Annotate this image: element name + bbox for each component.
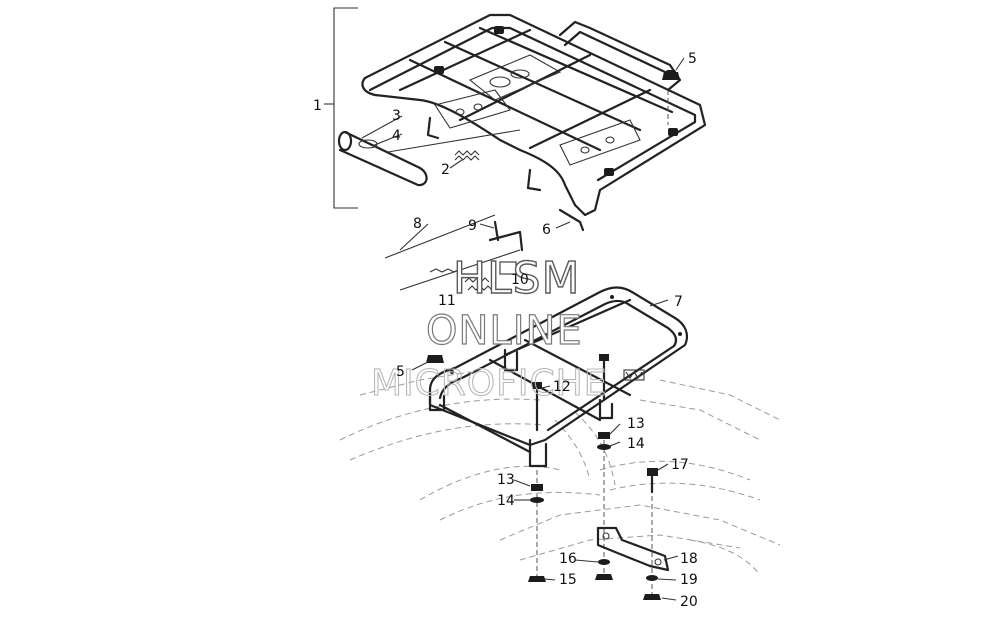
callout-12: 12 [553, 379, 571, 395]
callout-16: 16 [559, 551, 577, 567]
callout-13-lower: 13 [497, 472, 515, 488]
spring-clip [454, 150, 480, 161]
callout-9: 9 [468, 218, 477, 234]
assembly-bracket [324, 7, 358, 209]
callout-13: 13 [627, 416, 645, 432]
watermark-line1: HLSM [453, 253, 581, 304]
rack-pad [337, 129, 521, 187]
callout-11: 11 [438, 293, 456, 309]
callout-20: 20 [680, 594, 698, 610]
callout-7: 7 [674, 294, 683, 310]
callout-3: 3 [392, 108, 401, 124]
callouts: 1 2 3 4 5 6 7 8 9 10 11 5 12 13 14 13 14… [313, 51, 698, 610]
callout-19: 19 [680, 572, 698, 588]
latch-assembly [384, 214, 524, 291]
callout-5: 5 [688, 51, 697, 67]
lock-pin [558, 208, 585, 232]
watermark-line2: ONLINE [426, 308, 583, 354]
callout-10: 10 [511, 272, 529, 288]
callout-6: 6 [542, 222, 551, 238]
callout-17: 17 [671, 457, 689, 473]
callout-14: 14 [627, 436, 645, 452]
callout-2: 2 [441, 162, 450, 178]
watermark-line3: MICROFICHE [371, 363, 607, 404]
callout-18: 18 [680, 551, 698, 567]
mount-bracket [596, 526, 670, 572]
watermark: HLSM ONLINE MICROFICHE [370, 252, 607, 404]
callout-4: 4 [392, 128, 401, 144]
cap-5-lower [426, 355, 444, 363]
hardware [426, 72, 680, 600]
callout-1: 1 [313, 98, 322, 114]
callout-8: 8 [413, 216, 422, 232]
lower-rack-frame [428, 286, 689, 468]
cap-5-upper [662, 72, 680, 80]
upper-rack [361, 13, 707, 217]
leader-lines [361, 57, 685, 601]
callout-14-lower: 14 [497, 493, 515, 509]
callout-15: 15 [559, 572, 577, 588]
callout-5-lower: 5 [396, 364, 405, 380]
